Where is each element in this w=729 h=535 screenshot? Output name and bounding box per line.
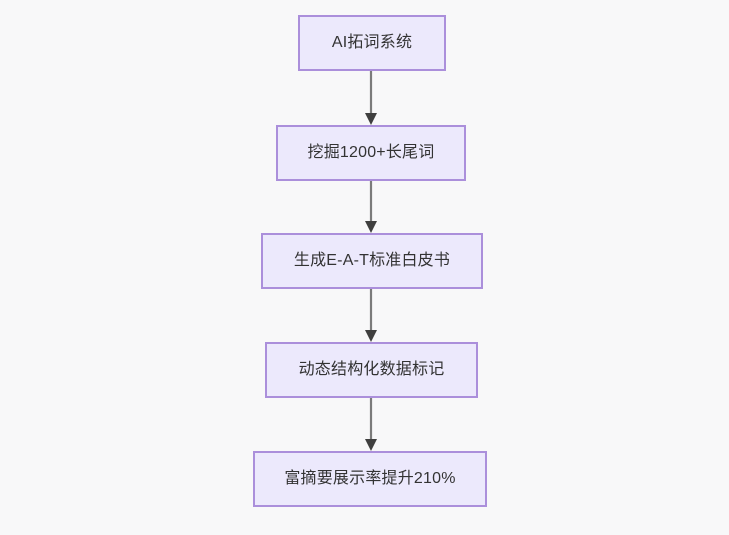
flow-node-mine-longtail-keywords[interactable]: 挖掘1200+长尾词 — [276, 125, 466, 181]
flow-node-generate-eat-whitepaper[interactable]: 生成E-A-T标准白皮书 — [261, 233, 483, 289]
edge-node4-to-node5 — [365, 398, 377, 451]
flow-node-label: AI拓词系统 — [331, 34, 413, 51]
edge-node1-to-node2 — [365, 71, 377, 125]
edge-node3-to-node4 — [365, 289, 377, 342]
flow-node-rich-snippet-rate-increase[interactable]: 富摘要展示率提升210% — [253, 451, 487, 507]
flow-node-label: 生成E-A-T标准白皮书 — [293, 252, 451, 269]
flow-node-label: 富摘要展示率提升210% — [284, 470, 456, 487]
edge-node2-to-node3 — [365, 181, 377, 233]
flow-node-label: 挖掘1200+长尾词 — [307, 144, 435, 161]
flow-node-ai-keyword-system[interactable]: AI拓词系统 — [298, 15, 446, 71]
flow-node-label: 动态结构化数据标记 — [298, 361, 445, 378]
flow-node-dynamic-structured-data-markup[interactable]: 动态结构化数据标记 — [265, 342, 478, 398]
